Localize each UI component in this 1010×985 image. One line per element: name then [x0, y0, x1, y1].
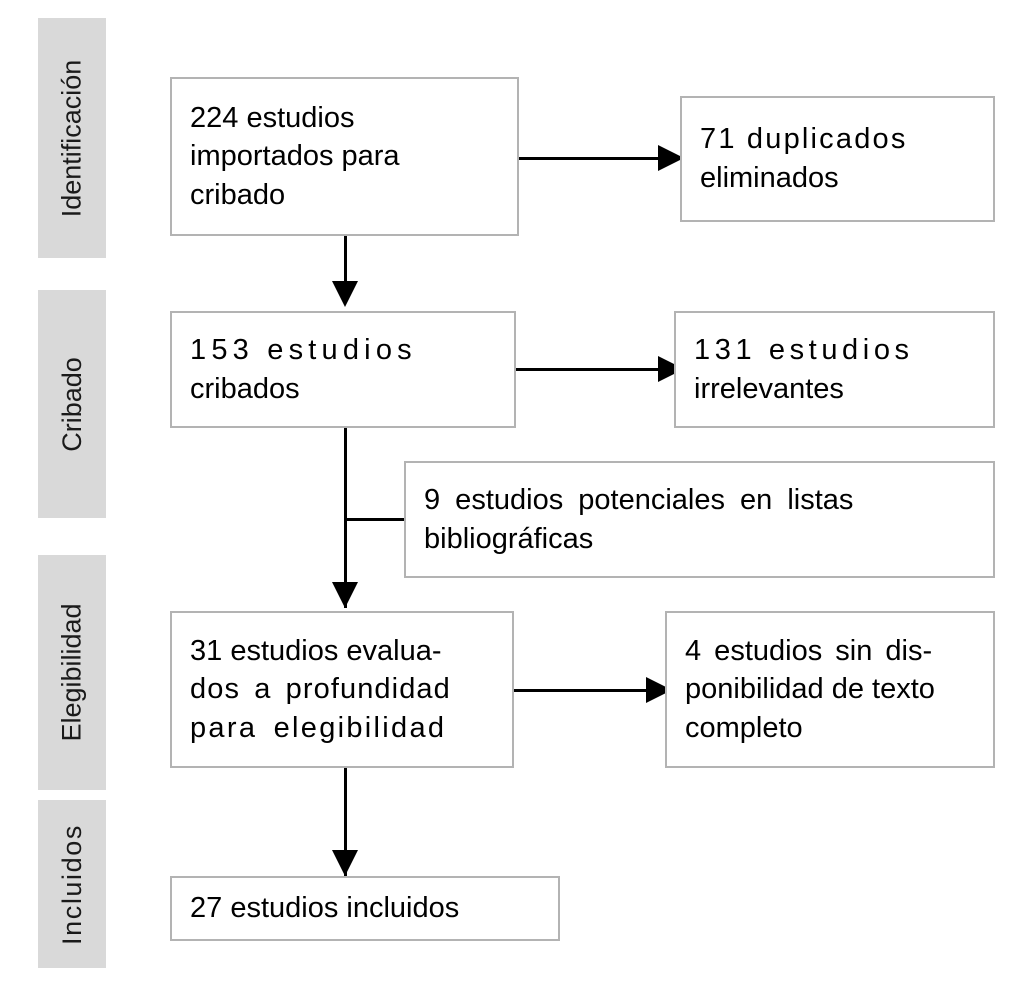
node-irrelevant-line-1: 131 estudios [694, 333, 914, 366]
node-imported-line-1: 224 estudios [190, 101, 355, 134]
node-screened-line-2: cribados [190, 372, 300, 405]
stage-label-elegibilidad: Elegibilidad [56, 603, 87, 742]
node-duplicates-line-1: 71 duplicados [700, 123, 908, 156]
node-reference-list-studies[interactable]: 9 estudios potenciales en listas bibliog… [404, 461, 995, 578]
node-irrelevant-line-2: irrelevantes [694, 372, 844, 405]
node-assessed-studies[interactable]: 31 estudios evalua- dos a profundidad pa… [170, 611, 514, 768]
stage-label-incluidos: Incluidos [56, 823, 87, 945]
node-assessed-line-1: 31 estudios evalua- [190, 634, 442, 667]
node-reference-list-line-2: bibliográficas [424, 522, 594, 555]
stage-label-identificacion: Identificación [56, 59, 87, 217]
arrowhead-screened-to-assessed [332, 582, 358, 608]
node-imported-line-3: cribado [190, 178, 286, 211]
node-screened-line-1: 153 estudios [190, 333, 417, 366]
node-included-studies[interactable]: 27 estudios incluidos [170, 876, 560, 941]
node-reference-list-line-1: 9 estudios potenciales en listas [424, 483, 854, 516]
arrowhead-imported-to-duplicates [658, 145, 684, 171]
node-assessed-line-3: para elegibilidad [190, 711, 447, 744]
connector-assessed-to-included [344, 768, 347, 876]
node-no-fulltext-line-1: 4 estudios sin dis- [685, 634, 933, 667]
stage-band-cribado: Cribado [38, 290, 106, 518]
node-screened-studies[interactable]: 153 estudios cribados [170, 311, 516, 428]
node-duplicates-removed[interactable]: 71 duplicados eliminados [680, 96, 995, 222]
connector-reference-lists-join [345, 518, 405, 521]
arrowhead-assessed-to-included [332, 850, 358, 876]
connector-imported-to-duplicates [519, 157, 664, 160]
node-imported-line-2: importados para [190, 140, 400, 173]
connector-screened-to-irrelevant [516, 368, 664, 371]
node-included-line-1: 27 estudios incluidos [190, 892, 460, 925]
connector-assessed-to-no-fulltext [514, 689, 654, 692]
connector-imported-to-screened [344, 236, 347, 294]
stage-band-identificacion: Identificación [38, 18, 106, 258]
node-no-fulltext-line-2: ponibilidad de texto [685, 673, 935, 706]
node-no-fulltext-line-3: completo [685, 711, 803, 744]
stage-band-elegibilidad: Elegibilidad [38, 555, 106, 790]
node-irrelevant-studies[interactable]: 131 estudios irrelevantes [674, 311, 995, 428]
node-assessed-line-2: dos a profundidad [190, 673, 451, 706]
node-imported-studies[interactable]: 224 estudios importados para cribado [170, 77, 519, 236]
arrowhead-imported-to-screened [332, 281, 358, 307]
stage-label-cribado: Cribado [56, 356, 87, 452]
node-no-fulltext-studies[interactable]: 4 estudios sin dis- ponibilidad de texto… [665, 611, 995, 768]
node-duplicates-line-2: eliminados [700, 162, 839, 194]
stage-band-incluidos: Incluidos [38, 800, 106, 968]
